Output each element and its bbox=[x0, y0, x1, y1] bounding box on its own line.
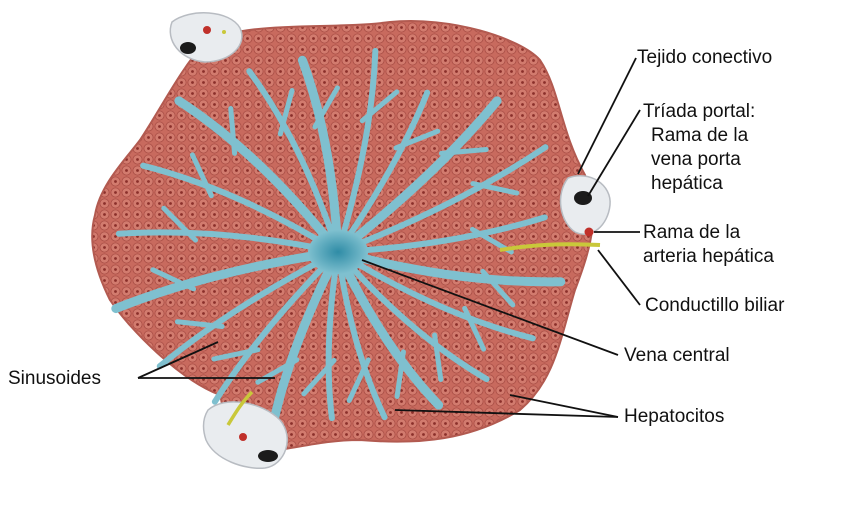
sinusoid-branch bbox=[393, 128, 441, 151]
sinusoid-branch bbox=[438, 147, 489, 156]
sinusoid-branch bbox=[228, 106, 238, 156]
sinusoid-channel bbox=[335, 249, 536, 342]
sinusoid-branch bbox=[394, 349, 406, 399]
sinusoid-branch bbox=[174, 319, 225, 330]
sinusoid-channel bbox=[174, 96, 343, 257]
sinusoid-channel bbox=[270, 247, 343, 422]
sinusoid-branch bbox=[301, 357, 337, 397]
portal-triad-right bbox=[499, 175, 611, 252]
sinusoid-branch bbox=[161, 205, 199, 243]
sinusoid-channel bbox=[140, 162, 341, 255]
label-rama-vena-porta-line3: hepática bbox=[651, 173, 723, 194]
sinusoid-channels bbox=[111, 47, 566, 422]
label-rama-vena-porta-line1: Rama de la bbox=[651, 125, 749, 146]
sinusoid-branch bbox=[480, 268, 516, 308]
sinusoid-channel bbox=[335, 47, 379, 255]
portal-triad-bottom-left bbox=[202, 390, 288, 469]
label-sinusoides: Sinusoides bbox=[8, 368, 101, 389]
label-rama-arteria: Rama de la arteria hepática bbox=[643, 221, 774, 269]
sinusoid-channel bbox=[246, 68, 341, 255]
sinusoid-channel bbox=[335, 144, 549, 255]
sinusoid-branch bbox=[211, 347, 261, 362]
sinusoid-branch bbox=[150, 267, 197, 292]
sinusoid-branch bbox=[470, 181, 520, 196]
label-rama-arteria-line1: Rama de la bbox=[643, 222, 741, 243]
sinusoid-channel bbox=[335, 249, 490, 383]
sinusoid-channel bbox=[333, 96, 502, 257]
label-triada-portal-heading: Tríada portal: bbox=[643, 101, 756, 122]
sinusoid-channel bbox=[111, 247, 343, 314]
sinusoid-channel bbox=[156, 249, 341, 370]
sinusoid-branch bbox=[189, 152, 214, 199]
label-rama-arteria-line2: arteria hepática bbox=[643, 246, 774, 267]
sinusoid-branch bbox=[277, 88, 295, 137]
sinusoid-branch bbox=[346, 357, 371, 404]
label-vena-central: Vena central bbox=[624, 345, 730, 366]
label-conductillo-biliar: Conductillo biliar bbox=[645, 295, 785, 316]
label-hepatocitos: Hepatocitos bbox=[624, 406, 725, 427]
sinusoid-branch bbox=[312, 85, 340, 130]
sinusoid-branch bbox=[432, 332, 444, 383]
sinusoid-channel bbox=[211, 249, 341, 405]
sinusoid-channel bbox=[335, 249, 388, 421]
label-tejido-conectivo: Tejido conectivo bbox=[637, 47, 773, 68]
label-triada-portal: Tríada portal: Rama de la vena porta hep… bbox=[643, 100, 755, 196]
sinusoid-channel bbox=[333, 247, 566, 287]
portal-triad-top-left bbox=[169, 12, 243, 63]
sinusoid-channel bbox=[333, 247, 444, 410]
sinusoid-branch bbox=[359, 89, 400, 124]
label-rama-vena-porta-line2: vena porta bbox=[651, 149, 741, 170]
leader-lines bbox=[137, 57, 641, 418]
sinusoid-branch bbox=[462, 305, 487, 352]
sinusoid-channel bbox=[335, 89, 431, 255]
sinusoid-channel bbox=[297, 55, 343, 257]
central-vein bbox=[308, 230, 368, 274]
